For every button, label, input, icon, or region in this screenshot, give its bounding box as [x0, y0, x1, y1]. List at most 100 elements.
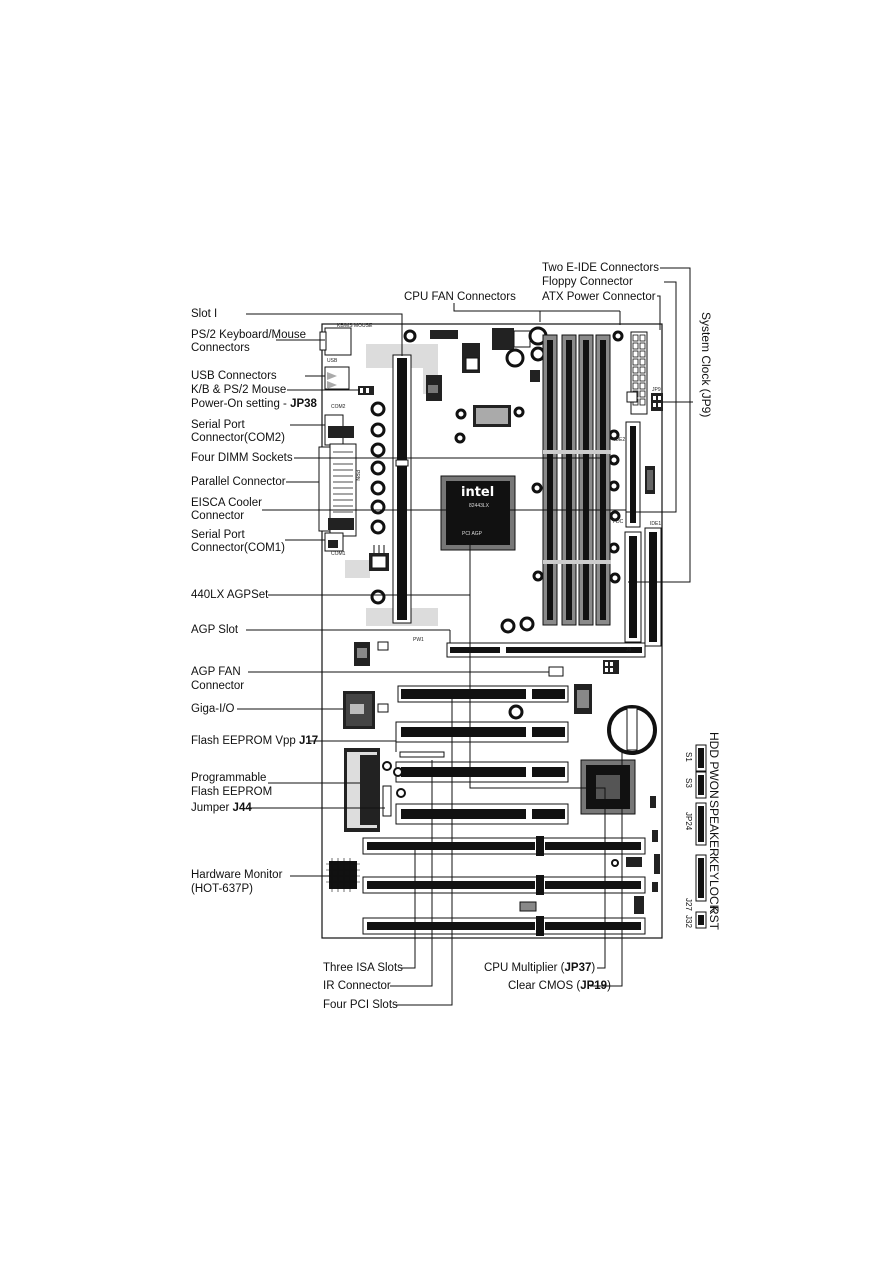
label-ps2-line1: PS/2 Keyboard/Mouse — [191, 329, 307, 341]
intel-logo: intel — [461, 485, 495, 500]
hardware-monitor-chip — [326, 858, 360, 892]
cpu-mult-text: CPU Multiplier ( — [484, 962, 565, 974]
board-text-usb: USB — [327, 358, 338, 364]
fp-hdd-pwon-text: HDD PWON — [707, 732, 721, 799]
com1-connector — [324, 532, 344, 552]
label-slot1: Slot I — [191, 308, 218, 320]
label-cpu-fan: CPU FAN Connectors — [404, 291, 516, 303]
label-parallel: Parallel Connector — [191, 476, 286, 488]
fp-s1-text: S1 — [684, 752, 693, 762]
jp38-jumper — [358, 386, 374, 395]
label-prog-flash-line1: Programmable — [191, 772, 267, 784]
label-ps2-line2: Connectors — [191, 342, 250, 354]
ide-connectors — [624, 527, 662, 647]
board-text-jp9: JP9 — [652, 387, 661, 393]
kb-ps2-line2-text: Power-On setting - — [191, 398, 291, 410]
label-eisca-line2: Connector — [191, 510, 245, 522]
label-two-eide: Two E-IDE Connectors — [542, 262, 659, 274]
board-text-ide1: IDE1 — [650, 521, 662, 527]
flash-eeprom — [344, 748, 380, 832]
cpu-mult-jp37: JP37 — [564, 962, 592, 974]
label-jumper-j44: Jumper J44 — [191, 802, 252, 815]
label-agp-slot: AGP Slot — [191, 624, 239, 636]
fp-speaker: SPEAKER — [707, 800, 721, 857]
jp-header-right — [603, 660, 619, 674]
label-agp-fan-line1: AGP FAN — [191, 666, 241, 678]
cpu-mult-close: ) — [591, 962, 596, 974]
label-usb: USB Connectors — [191, 370, 277, 382]
front-panel-headers — [695, 744, 707, 929]
agpset-chip — [440, 475, 516, 551]
label-prog-flash-line2: Flash EEPROM — [191, 786, 273, 798]
label-eisca-line1: EISCA Cooler — [191, 497, 262, 509]
battery — [607, 705, 657, 755]
clear-cmos-jp19: JP19 — [580, 980, 608, 992]
board-text-pw1: PW1 — [413, 637, 424, 643]
dimm-sockets — [542, 334, 611, 626]
fp-jp24: JP24 — [684, 812, 693, 830]
label-atx-power: ATX Power Connector — [542, 291, 656, 303]
top-chip — [430, 330, 458, 339]
chip-text-1: 82443LX — [469, 503, 490, 509]
label-com2-line1: Serial Port — [191, 419, 245, 431]
fp-j27-text: J27 — [684, 898, 693, 911]
agp-slot — [446, 642, 646, 658]
clear-cmos-close: ) — [607, 980, 611, 992]
label-hw-monitor-line1: Hardware Monitor — [191, 869, 283, 881]
pci-slots — [395, 685, 569, 825]
board-text-ide2: IDE2 — [614, 437, 626, 443]
board-text-fdc: FDC — [613, 519, 624, 525]
label-com2-line2: Connector(COM2) — [191, 432, 285, 444]
jumper-text: Jumper — [191, 802, 233, 814]
board-text-com1: COM1 — [331, 551, 346, 557]
bios-chip-small — [426, 375, 442, 401]
label-kb-ps2-line2: Power-On setting - JP38 — [191, 398, 317, 411]
cpu-fan-area — [462, 326, 548, 382]
board-text-kbms: KB/MS MOUSE — [337, 323, 373, 329]
pci-chip — [580, 759, 636, 815]
fp-j32: J32 — [684, 915, 693, 928]
usb-connector — [324, 366, 350, 390]
chip-text-2: PCI AGP — [462, 531, 483, 537]
label-floppy: Floppy Connector — [542, 276, 633, 288]
label-isa-slots: Three ISA Slots — [323, 962, 403, 974]
leader-lines — [237, 267, 693, 1006]
fp-keylock-text: KEYLOCK — [707, 856, 721, 913]
fp-j32-text: J32 — [684, 915, 693, 928]
board-text-j6: J6 — [626, 647, 632, 653]
isa-slots — [362, 836, 646, 936]
kb-ps2-jp38: JP38 — [290, 398, 317, 410]
label-pci-slots: Four PCI Slots — [323, 999, 398, 1011]
label-giga-io: Giga-I/O — [191, 703, 235, 715]
label-ir-connector: IR Connector — [323, 980, 391, 992]
slot-1 — [392, 354, 412, 624]
jp9-jumper — [651, 393, 663, 411]
fp-speaker-text: SPEAKER — [707, 800, 721, 857]
label-agpset: 440LX AGPSet — [191, 589, 269, 601]
clock-chip — [473, 405, 511, 427]
voltage-regulator — [369, 545, 389, 571]
fp-hdd-pwon: HDD PWON — [707, 732, 721, 799]
prn-text: PRN — [354, 470, 360, 481]
label-flash-vpp: Flash EEPROM Vpp J17 — [191, 735, 318, 748]
label-clear-cmos: Clear CMOS (JP19) — [508, 980, 611, 993]
fp-keylock: KEYLOCK — [707, 856, 721, 913]
fp-j27: J27 — [684, 898, 693, 911]
fp-jp24-text: JP24 — [684, 812, 693, 831]
label-dimm: Four DIMM Sockets — [191, 452, 293, 464]
flash-vpp-j17: J17 — [299, 735, 319, 747]
board-text-com2: COM2 — [331, 404, 346, 410]
clear-cmos-text: Clear CMOS ( — [508, 980, 581, 992]
fp-s3: S3 — [684, 778, 693, 788]
label-system-clock: System Clock (JP9) — [699, 312, 713, 417]
floppy-connector — [625, 421, 641, 528]
label-kb-ps2-line1: K/B & PS/2 Mouse — [191, 384, 287, 396]
giga-io-chip — [343, 691, 375, 729]
fp-s1: S1 — [684, 752, 693, 762]
label-hw-monitor-line2: (HOT-637P) — [191, 883, 253, 895]
label-com1-line1: Serial Port — [191, 529, 245, 541]
com2-connector — [324, 414, 354, 446]
label-com1-line2: Connector(COM1) — [191, 542, 285, 554]
system-clock-text: System Clock (JP9) — [699, 312, 713, 418]
